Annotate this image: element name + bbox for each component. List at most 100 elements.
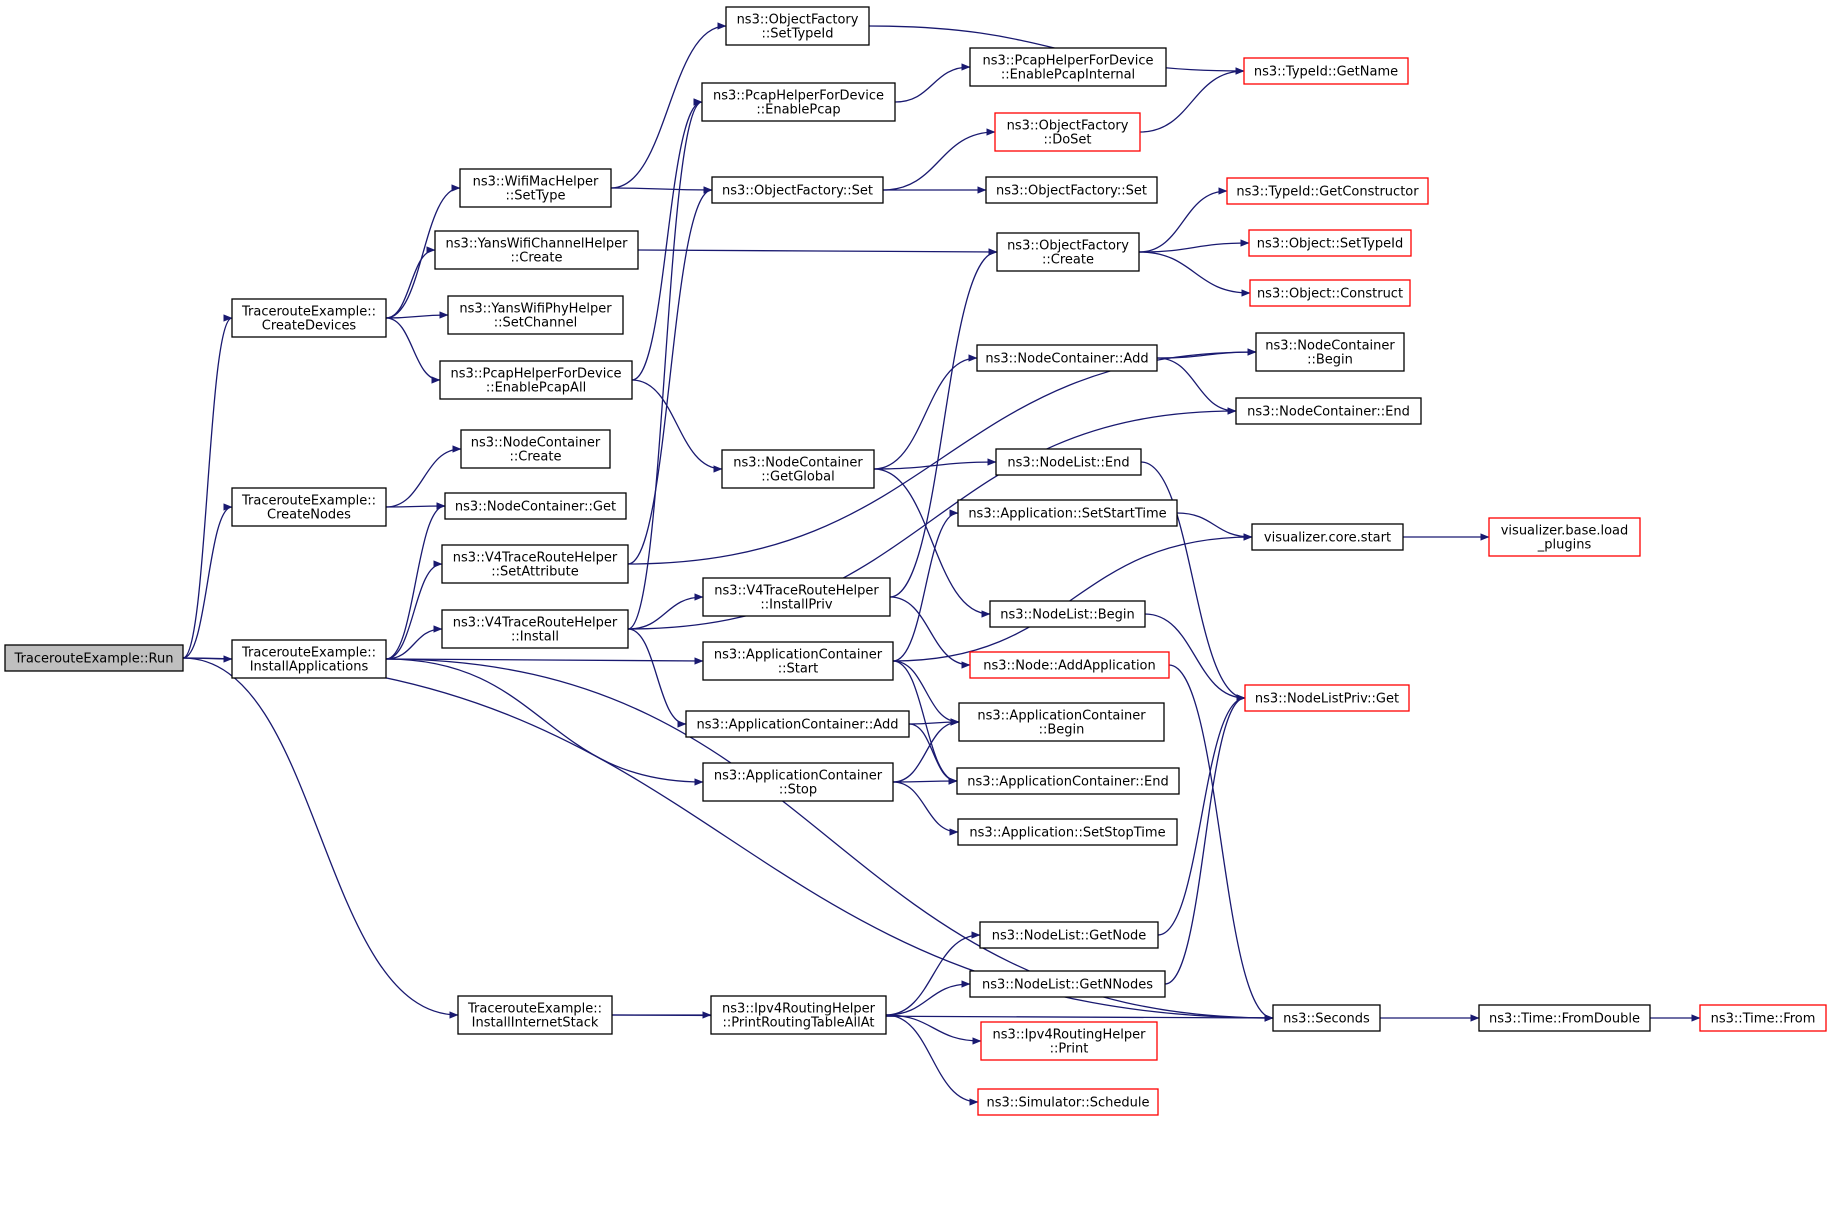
node-v4SetAttribute[interactable]: ns3::V4TraceRouteHelper::SetAttribute bbox=[441, 544, 629, 584]
node-label: ::EnablePcapInternal bbox=[1001, 68, 1135, 83]
node-ofDoSet[interactable]: ns3::ObjectFactory::DoSet bbox=[994, 112, 1141, 152]
node-box bbox=[725, 6, 870, 46]
node-simSchedule[interactable]: ns3::Simulator::Schedule bbox=[977, 1088, 1159, 1116]
node-box bbox=[1235, 397, 1422, 425]
node-objectSetTypeId[interactable]: ns3::Object::SetTypeId bbox=[1248, 229, 1412, 257]
node-layer: TracerouteExample::RunTracerouteExample:… bbox=[4, 6, 1827, 1116]
node-pcapEnableAll[interactable]: ns3::PcapHelperForDevice::EnablePcapAll bbox=[439, 360, 633, 400]
node-ncAdd[interactable]: ns3::NodeContainer::Add bbox=[976, 344, 1158, 372]
edge-path bbox=[385, 246, 436, 319]
node-label: ns3::V4TraceRouteHelper bbox=[453, 616, 618, 631]
node-appSetStopTime[interactable]: ns3::Application::SetStopTime bbox=[957, 818, 1178, 846]
node-box bbox=[685, 710, 910, 738]
node-nlEnd[interactable]: ns3::NodeList::End bbox=[995, 448, 1142, 476]
edge-path bbox=[885, 931, 981, 1016]
node-acStart[interactable]: ns3::ApplicationContainer::Start bbox=[702, 641, 894, 681]
node-ncEnd[interactable]: ns3::NodeContainer::End bbox=[1235, 397, 1422, 425]
edge-path bbox=[1164, 694, 1246, 985]
node-label: ::PrintRoutingTableAllAt bbox=[722, 1016, 874, 1031]
node-nlGetNNodes[interactable]: ns3::NodeList::GetNNodes bbox=[969, 970, 1166, 998]
node-ofCreate[interactable]: ns3::ObjectFactory::Create bbox=[996, 232, 1140, 272]
edge-path bbox=[385, 502, 446, 660]
node-ofSet[interactable]: ns3::ObjectFactory::Set bbox=[711, 176, 884, 204]
edge-createDevices-to-pcapEnableAll bbox=[385, 317, 441, 384]
node-installInternetStack[interactable]: TracerouteExample::InstallInternetStack bbox=[457, 995, 613, 1035]
node-run[interactable]: TracerouteExample::Run bbox=[4, 644, 184, 672]
node-box bbox=[711, 176, 884, 204]
node-seconds[interactable]: ns3::Seconds bbox=[1272, 1004, 1381, 1032]
node-nlpGet[interactable]: ns3::NodeListPriv::Get bbox=[1244, 684, 1410, 712]
edge-v4InstallPriv-to-nodeAddApp bbox=[889, 596, 971, 669]
node-label: ns3::NodeContainer bbox=[733, 456, 863, 471]
node-acEnd[interactable]: ns3::ApplicationContainer::End bbox=[956, 767, 1180, 795]
node-appSetStartTime[interactable]: ns3::Application::SetStartTime bbox=[957, 499, 1178, 527]
node-createNodes[interactable]: TracerouteExample::CreateNodes bbox=[231, 487, 387, 527]
node-yansPhySetChannel[interactable]: ns3::YansWifiPhyHelper::SetChannel bbox=[447, 295, 624, 335]
node-ncBegin[interactable]: ns3::NodeContainer::Begin bbox=[1255, 332, 1405, 372]
node-acAdd[interactable]: ns3::ApplicationContainer::Add bbox=[685, 710, 910, 738]
node-box bbox=[459, 168, 612, 208]
edge-ncGetGlobal-to-ncAdd bbox=[873, 354, 978, 470]
node-box bbox=[1244, 684, 1410, 712]
node-vizCoreStart[interactable]: visualizer.core.start bbox=[1251, 523, 1404, 551]
edge-installApplications-to-v4Install bbox=[385, 625, 443, 660]
node-installApplications[interactable]: TracerouteExample::InstallApplications bbox=[231, 639, 387, 679]
node-nlBegin[interactable]: ns3::NodeList::Begin bbox=[989, 600, 1146, 628]
node-ncCreate[interactable]: ns3::NodeContainer::Create bbox=[460, 429, 611, 469]
edge-v4Install-to-v4InstallPriv bbox=[627, 593, 704, 630]
node-box bbox=[969, 47, 1167, 87]
edge-installApplications-to-ncGet bbox=[385, 502, 446, 660]
node-typeIdGetConstructor[interactable]: ns3::TypeId::GetConstructor bbox=[1226, 177, 1429, 205]
node-createDevices[interactable]: TracerouteExample::CreateDevices bbox=[231, 298, 387, 338]
node-v4InstallPriv[interactable]: ns3::V4TraceRouteHelper::InstallPriv bbox=[702, 577, 891, 617]
node-box bbox=[1478, 1004, 1651, 1032]
node-nodeAddApp[interactable]: ns3::Node::AddApplication bbox=[969, 651, 1170, 679]
edge-path bbox=[627, 407, 1237, 630]
node-objectConstruct[interactable]: ns3::Object::Construct bbox=[1249, 279, 1411, 307]
node-pcapEnable[interactable]: ns3::PcapHelperForDevice::EnablePcap bbox=[701, 82, 896, 122]
node-typeIdGetName[interactable]: ns3::TypeId::GetName bbox=[1243, 57, 1409, 85]
node-ipv4Print[interactable]: ns3::Ipv4RoutingHelper::Print bbox=[980, 1021, 1158, 1061]
node-label: ::SetAttribute bbox=[491, 565, 579, 580]
node-ofSetTypeId[interactable]: ns3::ObjectFactory::SetTypeId bbox=[725, 6, 870, 46]
node-wifiSetType[interactable]: ns3::WifiMacHelper::SetType bbox=[459, 168, 612, 208]
edge-path bbox=[885, 980, 971, 1016]
node-ofSet2[interactable]: ns3::ObjectFactory::Set bbox=[985, 176, 1158, 204]
edge-path bbox=[637, 248, 998, 256]
node-ncGet[interactable]: ns3::NodeContainer::Get bbox=[444, 492, 627, 520]
node-pcapEnableInternal[interactable]: ns3::PcapHelperForDevice::EnablePcapInte… bbox=[969, 47, 1167, 87]
node-label: ns3::NodeContainer::End bbox=[1247, 405, 1410, 420]
node-acStop[interactable]: ns3::ApplicationContainer::Stop bbox=[702, 762, 894, 802]
edge-path bbox=[627, 593, 704, 630]
node-v4Install[interactable]: ns3::V4TraceRouteHelper::Install bbox=[441, 609, 629, 649]
edge-ncGetGlobal-to-nlBegin bbox=[873, 468, 991, 618]
edge-path bbox=[892, 509, 959, 662]
node-box bbox=[976, 344, 1158, 372]
edge-path bbox=[610, 186, 713, 194]
edge-createDevices-to-yansPhySetChannel bbox=[385, 311, 449, 319]
edge-path bbox=[892, 660, 960, 726]
node-timeFrom[interactable]: ns3::Time::From bbox=[1699, 1004, 1827, 1032]
node-ncGetGlobal[interactable]: ns3::NodeContainer::GetGlobal bbox=[721, 449, 875, 489]
node-box bbox=[994, 112, 1141, 152]
node-label: ns3::ApplicationContainer bbox=[714, 648, 883, 663]
node-label: ::Create bbox=[511, 251, 563, 266]
edge-ncAdd-to-ncBegin bbox=[1156, 348, 1257, 359]
edge-path bbox=[385, 560, 443, 660]
edge-path bbox=[631, 379, 723, 473]
edge-v4Install-to-acAdd bbox=[627, 628, 687, 728]
node-timeFromDouble[interactable]: ns3::Time::FromDouble bbox=[1478, 1004, 1651, 1032]
node-box bbox=[447, 295, 624, 335]
node-acBegin[interactable]: ns3::ApplicationContainer::Begin bbox=[958, 702, 1165, 742]
node-label: ns3::ObjectFactory::Set bbox=[722, 184, 873, 199]
node-label: ::Create bbox=[510, 450, 562, 465]
edge-path bbox=[885, 1014, 979, 1106]
node-vizLoadPlugins[interactable]: visualizer.base.load_plugins bbox=[1488, 517, 1641, 557]
node-label: ns3::NodeList::End bbox=[1007, 456, 1129, 471]
node-label: ::EnablePcapAll bbox=[486, 381, 586, 396]
node-ipv4PrintAll[interactable]: ns3::Ipv4RoutingHelper::PrintRoutingTabl… bbox=[710, 995, 887, 1035]
node-yansChannelCreate[interactable]: ns3::YansWifiChannelHelper::Create bbox=[434, 230, 639, 270]
node-nlGetNode[interactable]: ns3::NodeList::GetNode bbox=[979, 921, 1159, 949]
node-label: TracerouteExample:: bbox=[241, 494, 376, 509]
